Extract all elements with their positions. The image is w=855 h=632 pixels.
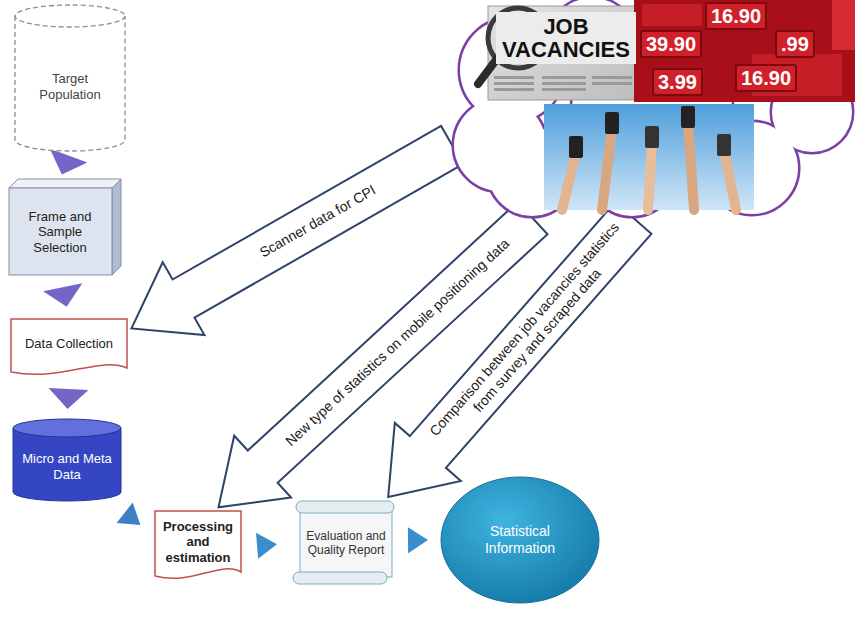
node-text: Processing and estimation: [160, 519, 236, 566]
price-tag: 39.90: [640, 30, 702, 58]
arm: [562, 152, 576, 210]
print-line: [542, 82, 586, 85]
price-tag: 16.90: [705, 2, 767, 30]
arm: [688, 122, 694, 210]
node-text: Evaluation and Quality Report: [304, 529, 388, 558]
node-outline-part: [296, 501, 394, 513]
phone: [605, 112, 619, 134]
arrow-label: Scanner data for CPI: [190, 144, 446, 300]
node-outline-part: [15, 16, 125, 151]
node-outline-part: [13, 428, 121, 501]
price-card: [642, 4, 702, 26]
phone: [717, 134, 731, 156]
arrow-label: Comparison between job vacancies statist…: [423, 216, 638, 454]
price-tag: 16.90: [735, 64, 797, 92]
node-text: Frame and Sample Selection: [12, 209, 108, 256]
node-outline-part: [706, 122, 798, 214]
price-tag: 3.99: [652, 68, 703, 96]
sky-ground: [544, 104, 754, 210]
output-circle: Statistical Information: [440, 476, 600, 604]
node-outline-part: [11, 319, 127, 374]
newspaper-sheet: [488, 6, 638, 100]
node-outline-part: [9, 179, 121, 188]
flow-chevron: [117, 503, 141, 526]
phone: [645, 126, 659, 148]
print-line: [494, 82, 534, 85]
phones-picture: [544, 104, 754, 210]
node-text: Micro and Meta Data: [18, 451, 116, 482]
price-ground: [634, 0, 855, 102]
print-line: [592, 82, 632, 85]
node-text: Data Collection: [25, 336, 113, 352]
flow-chevron: [408, 527, 428, 553]
document-box: Processing and estimation: [154, 510, 242, 584]
flow-chevron: [256, 533, 277, 559]
arm: [724, 150, 736, 210]
price-tag: .99: [775, 30, 815, 58]
population-cylinder: Target Population: [14, 4, 126, 152]
node-outline-part: [441, 477, 599, 603]
node-outline-part: [454, 99, 546, 191]
price-card: [832, 0, 855, 50]
arm: [648, 142, 652, 210]
arm: [602, 128, 612, 210]
node-outline-part: [588, 128, 676, 216]
node-outline-part: [706, 122, 798, 214]
node-outline-part: [112, 179, 121, 275]
node-outline-part: [293, 572, 387, 584]
flow-chevron: [43, 283, 82, 307]
document-box: Data Collection: [10, 318, 128, 380]
node-text: Statistical Information: [460, 523, 580, 557]
print-line: [494, 88, 534, 91]
flow-chevron: [49, 388, 89, 409]
price-picture: [634, 0, 855, 102]
node-outline-part: [588, 128, 676, 216]
database-cylinder: Micro and Meta Data: [12, 418, 122, 502]
print-line: [592, 76, 632, 79]
print-line: [542, 88, 586, 91]
node-outline-part: [9, 188, 112, 275]
node-outline-part: [155, 511, 241, 578]
print-line: [542, 76, 586, 79]
frame-box: Frame and Sample Selection: [8, 178, 122, 276]
phone: [681, 106, 695, 128]
newspaper-picture: [478, 6, 638, 100]
report-scroll: Evaluation and Quality Report: [292, 500, 396, 586]
node-outline-part: [13, 419, 121, 437]
node-outline-part: [15, 5, 125, 27]
phone: [569, 136, 583, 158]
node-outline-part: [300, 507, 392, 577]
flow-chevron: [50, 149, 88, 175]
node-text: Target Population: [20, 71, 120, 102]
node-text: JOB VACANCIES: [496, 12, 636, 64]
node-outline-part: [454, 99, 546, 191]
hollow-arrow: [388, 202, 651, 497]
print-line: [494, 76, 534, 79]
